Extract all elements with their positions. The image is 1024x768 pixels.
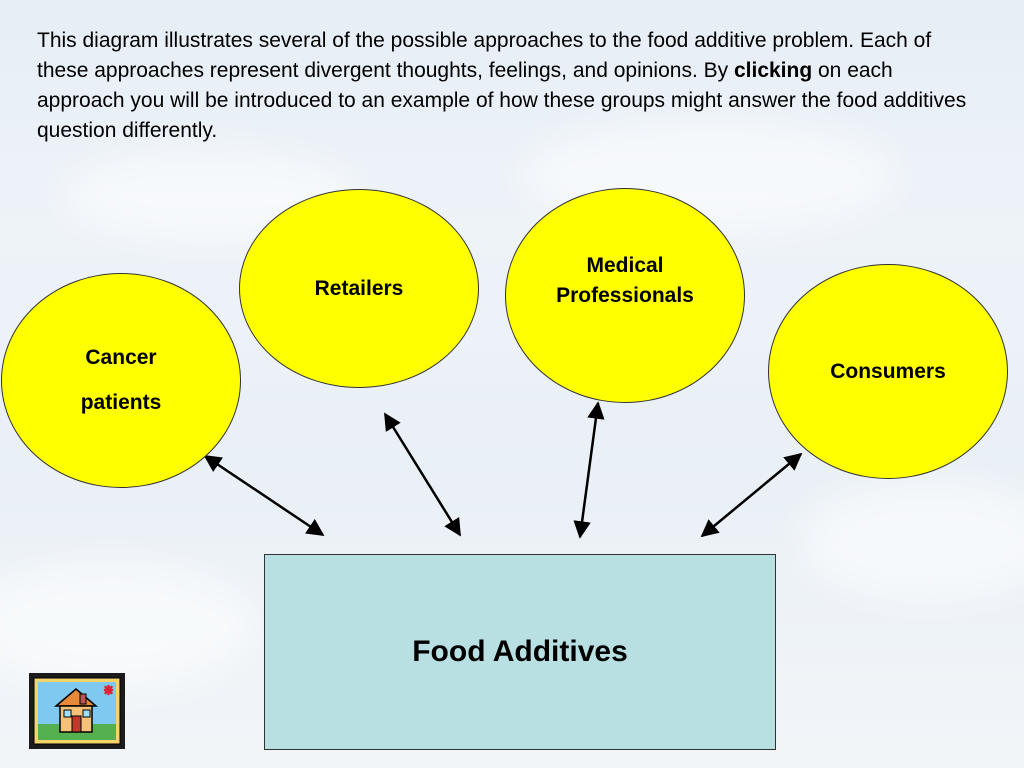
- retailers-node[interactable]: Retailers: [239, 189, 479, 388]
- retailers-label: Retailers: [314, 276, 404, 300]
- arrow-consumers-food: [700, 452, 803, 538]
- arrow-medical-food: [573, 401, 605, 539]
- cancer-patients-label-line2: patients: [80, 391, 162, 414]
- arrow-retailers-food: [383, 412, 462, 537]
- arrow-cancer-food: [203, 454, 325, 537]
- food-additives-box: Food Additives: [264, 554, 776, 750]
- intro-text: This diagram illustrates several of the …: [37, 26, 977, 146]
- medical-professionals-node[interactable]: Medical Professionals: [505, 188, 745, 403]
- medical-professionals-label-line2: Professionals: [556, 283, 694, 307]
- consumers-label: Consumers: [830, 359, 946, 383]
- cancer-patients-node[interactable]: Cancer patients: [1, 273, 241, 488]
- intro-text-part1: This diagram illustrates several of the …: [37, 29, 932, 82]
- intro-text-part2: on each approach you will be introduced …: [37, 59, 967, 142]
- medical-professionals-label-line1: Medical: [586, 253, 664, 277]
- food-additives-label: Food Additives: [412, 635, 628, 668]
- home-button[interactable]: [28, 672, 126, 750]
- cancer-patients-label-line1: Cancer: [85, 346, 157, 369]
- house-icon: [29, 673, 125, 749]
- intro-text-bold: clicking: [733, 59, 813, 82]
- consumers-node[interactable]: Consumers: [768, 264, 1008, 479]
